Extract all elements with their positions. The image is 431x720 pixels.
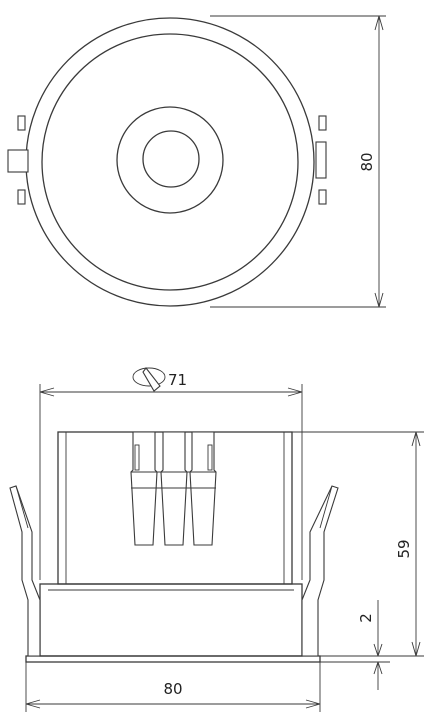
top-view: 80 — [7, 15, 386, 308]
outer-rim — [25, 17, 315, 307]
body-height-label: 59 — [395, 539, 413, 558]
cutout-dimension: 71 — [39, 367, 303, 580]
cutout-label: 71 — [168, 371, 187, 389]
flange-dimension: 2 — [320, 600, 390, 690]
body-height-dimension: 59 — [292, 431, 424, 657]
top-height-dimension: 80 — [210, 15, 386, 308]
terminal-block — [130, 431, 217, 546]
bottom-width-label: 80 — [163, 680, 182, 698]
saw-cut-hole-icon — [132, 367, 166, 392]
flange — [25, 655, 321, 663]
bottom-width-dimension: 80 — [25, 662, 321, 712]
trim-ring — [39, 583, 303, 657]
top-height-label: 80 — [358, 152, 376, 171]
left-spring-clip — [9, 485, 41, 657]
left-spring-clips — [7, 115, 29, 205]
lens-housing — [116, 106, 224, 214]
side-view: 71 — [9, 367, 424, 712]
right-spring-clip — [301, 485, 339, 657]
right-spring-clips — [315, 115, 327, 205]
inner-reflector-ring — [41, 33, 299, 291]
lens-aperture — [142, 130, 200, 188]
flange-label: 2 — [357, 613, 375, 623]
